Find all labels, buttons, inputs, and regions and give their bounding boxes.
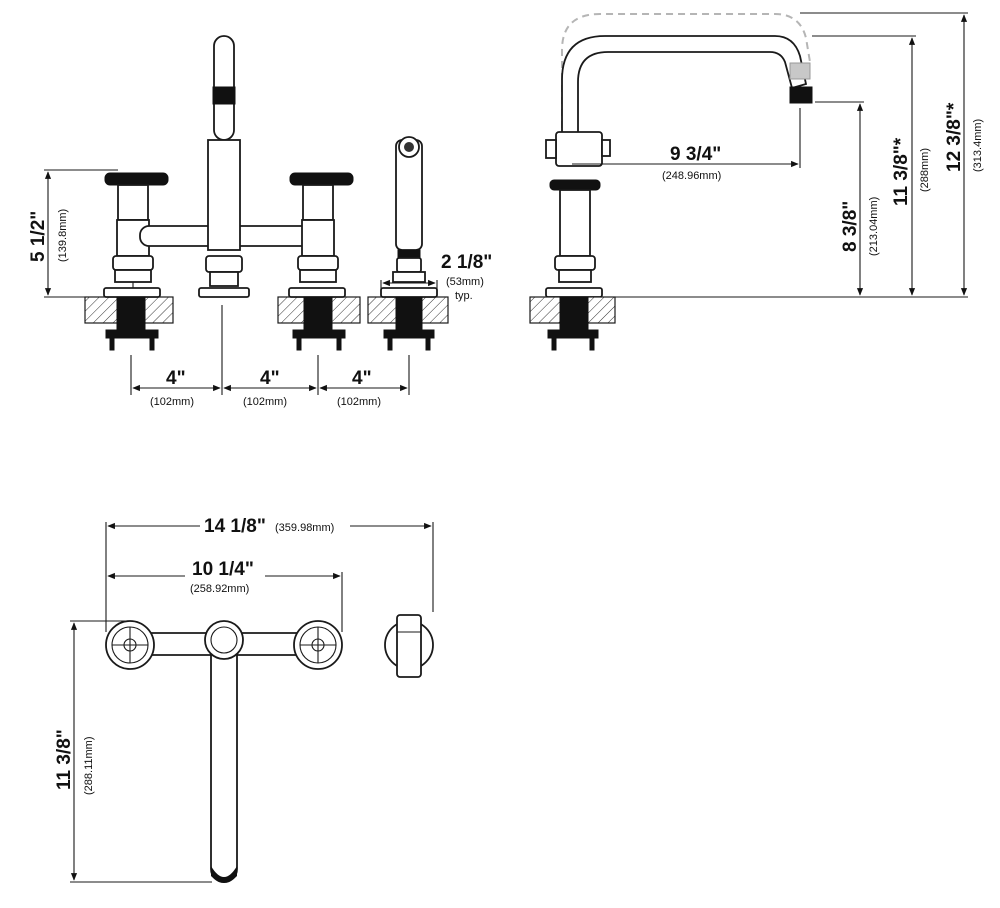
label-spacing-1: 4"	[166, 368, 186, 389]
label-sprayer-base-note: typ.	[455, 290, 473, 302]
label-spacing-2: 4"	[260, 368, 280, 389]
label-depth-mm: (288.11mm)	[83, 737, 95, 795]
label-reach: 9 3/4"	[670, 144, 721, 165]
label-depth: 11 3/8"	[54, 729, 75, 790]
label-handle-height: 5 1/2"	[28, 211, 49, 262]
side-view	[529, 12, 968, 351]
label-handle-height-mm: (139.8mm)	[57, 209, 69, 262]
spout-alt-outline	[561, 13, 811, 140]
label-handle-width: 10 1/4"	[192, 559, 254, 580]
center-spout	[198, 35, 250, 298]
label-spout-height: 8 3/8"	[840, 201, 861, 252]
label-sprayer-base-mm: (53mm)	[446, 276, 484, 288]
label-spacing-1-mm: (102mm)	[150, 396, 194, 408]
label-overall-width-mm: (359.98mm)	[275, 522, 334, 534]
dim-spacing	[130, 305, 410, 395]
label-height-low-mm: (288mm)	[919, 148, 931, 192]
label-height-low: 11 3/8"*	[891, 137, 912, 206]
dim-handle-height	[44, 169, 118, 298]
label-spout-height-mm: (213.04mm)	[868, 197, 880, 256]
label-spacing-3: 4"	[352, 368, 372, 389]
front-view	[44, 35, 449, 395]
label-spacing-2-mm: (102mm)	[243, 396, 287, 408]
label-spacing-3-mm: (102mm)	[337, 396, 381, 408]
label-reach-mm: (248.96mm)	[662, 170, 721, 182]
label-handle-width-mm: (258.92mm)	[190, 583, 249, 595]
side-sprayer	[380, 136, 438, 351]
dim-sprayer-base	[380, 279, 438, 296]
label-height-high: 12 3/8"*	[944, 102, 965, 172]
top-view	[70, 522, 434, 883]
label-sprayer-base: 2 1/8"	[441, 252, 492, 273]
right-valve	[288, 172, 354, 351]
label-height-high-mm: (313.4mm)	[972, 119, 984, 172]
label-overall-width: 14 1/8"	[204, 516, 266, 537]
